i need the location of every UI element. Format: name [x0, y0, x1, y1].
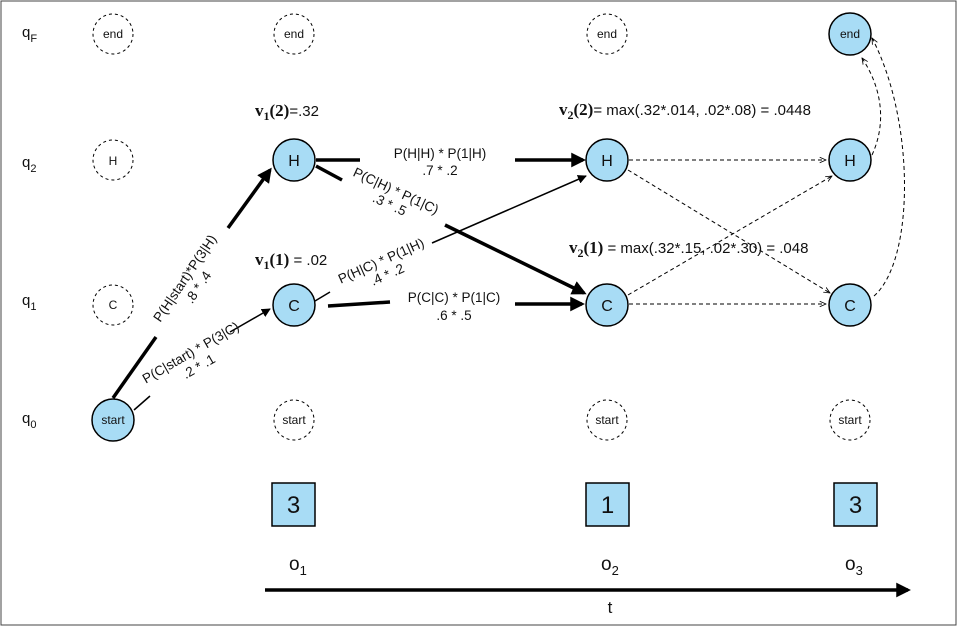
- edge-start-C: [133, 395, 151, 411]
- edge-dashed-H-end: [862, 58, 882, 156]
- placeholder-node-end-t2: [586, 13, 628, 55]
- placeholder-label: start: [838, 413, 862, 427]
- edge-label-start-H: P(H|start)*P(3|H) .8 * .4: [150, 232, 219, 325]
- observation-label-3: o3: [845, 554, 863, 578]
- placeholder-node-end-t1: [273, 13, 315, 55]
- viterbi-v1-1: v1(1) = .02: [255, 250, 327, 272]
- edge-label-H-H: P(H|H) * P(1|H) .7 * .2: [394, 146, 487, 178]
- observation-value-3: 3: [849, 492, 862, 519]
- placeholder-label: end: [284, 27, 304, 41]
- placeholder-node-start-t1: [273, 399, 315, 441]
- svg-text:P(C|C) * P(1|C): P(C|C) * P(1|C): [408, 290, 501, 305]
- node-label-H: H: [601, 153, 613, 170]
- node-label-end: end: [840, 27, 860, 41]
- node-C-t1: [272, 283, 316, 327]
- svg-text:.7 * .2: .7 * .2: [422, 163, 457, 178]
- node-C-t3: [828, 283, 872, 327]
- row-label-qF: qF: [22, 24, 37, 45]
- observation-value-2: 1: [601, 492, 614, 519]
- edge-C-H: [431, 175, 587, 244]
- observation-box-1: [271, 482, 316, 527]
- observation-box-3: [833, 482, 878, 527]
- edge-start-C: [229, 308, 271, 333]
- edge-label-start-C: P(C|start) * P(3|C) .2 * .1: [140, 319, 242, 387]
- edge-start-H: [111, 335, 158, 400]
- placeholder-node-start-t3: [829, 399, 871, 441]
- edge-dashed-H-C: [627, 169, 830, 293]
- placeholder-label: start: [595, 413, 619, 427]
- observation-value-1: 3: [287, 492, 300, 519]
- viterbi-v2-2: v2(2)= max(.32*.014, .02*.08) = .0448: [559, 100, 811, 122]
- node-H-t2: [585, 138, 629, 182]
- node-start: [91, 398, 135, 442]
- edge-label-C-C: P(C|C) * P(1|C) .6 * .5: [408, 290, 501, 323]
- placeholder-label: end: [103, 27, 123, 41]
- placeholder-label: C: [109, 298, 118, 312]
- observation-label-2: o2: [601, 554, 619, 578]
- svg-text:.6 * .5: .6 * .5: [436, 308, 471, 323]
- row-label-q1: q1: [22, 292, 36, 313]
- node-label-C: C: [288, 298, 300, 315]
- observation-label-1: o1: [289, 554, 307, 578]
- node-H-t1: [272, 138, 316, 182]
- placeholder-label: start: [282, 413, 306, 427]
- placeholder-node-C-t0: [92, 284, 134, 326]
- node-end-t3: [828, 12, 872, 56]
- placeholder-label: H: [109, 154, 118, 168]
- placeholder-node-H-t0: [92, 139, 134, 181]
- node-label-C: C: [844, 298, 856, 315]
- row-label-q2: q2: [22, 154, 36, 175]
- viterbi-v1-2: v1(2)=.32: [255, 101, 319, 123]
- placeholder-label: end: [597, 27, 617, 41]
- viterbi-v2-1: v2(1) = max(.32*.15, .02*.30) = .048: [569, 238, 808, 260]
- row-label-q0: q0: [22, 410, 36, 431]
- edge-H-C: [315, 164, 343, 182]
- edge-dashed-C-H: [627, 176, 832, 296]
- node-H-t3: [828, 138, 872, 182]
- svg-text:P(H|H) * P(1|H): P(H|H) * P(1|H): [394, 146, 487, 161]
- observation-box-2: [585, 482, 630, 527]
- node-label-start: start: [101, 413, 125, 427]
- placeholder-node-end-t0: [92, 13, 134, 55]
- node-label-H: H: [844, 153, 856, 170]
- edge-C-C: [327, 300, 391, 308]
- node-label-H: H: [288, 153, 300, 170]
- edge-C-H: [314, 291, 331, 302]
- edge-start-H: [226, 167, 272, 230]
- edge-H-C: [444, 223, 587, 295]
- placeholder-node-start-t2: [586, 399, 628, 441]
- node-C-t2: [585, 283, 629, 327]
- time-axis-label: t: [608, 598, 613, 617]
- edge-dashed-C-end: [872, 38, 905, 297]
- node-label-C: C: [601, 298, 613, 315]
